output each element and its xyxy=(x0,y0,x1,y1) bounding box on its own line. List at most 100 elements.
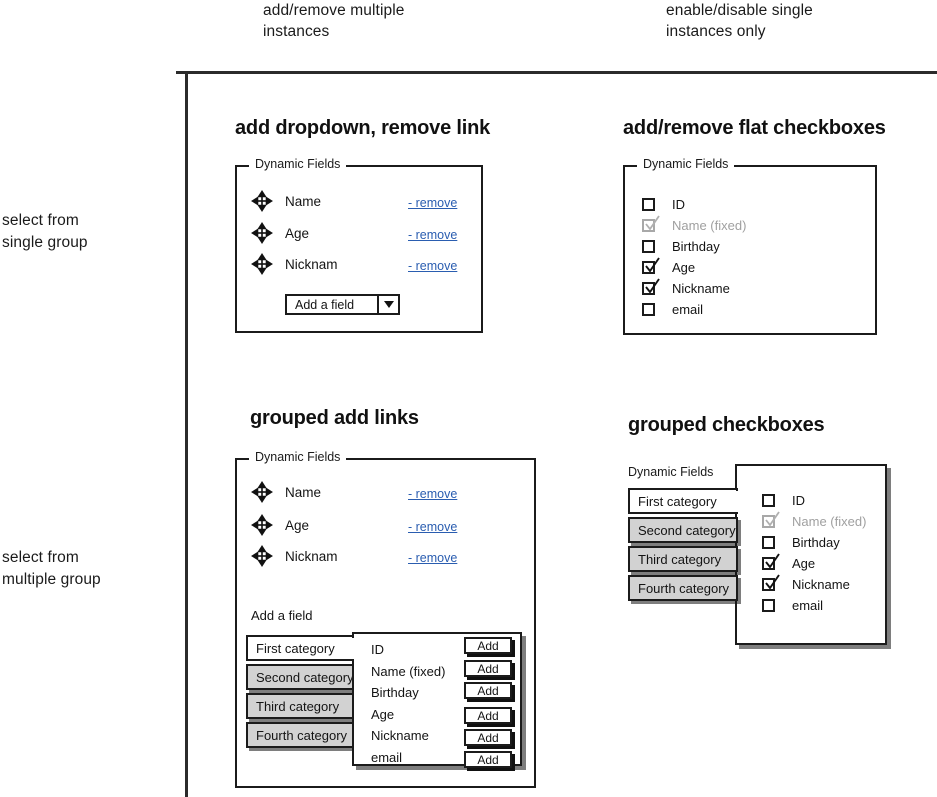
remove-link[interactable]: - remove xyxy=(408,487,458,501)
move-icon[interactable] xyxy=(251,222,273,244)
checkbox-icon[interactable] xyxy=(642,240,655,253)
tab-label: Fourth category xyxy=(638,580,730,596)
column-header-enable-disable-single: enable/disable single instances only xyxy=(666,0,936,42)
tab-fourth-category-q3[interactable]: Fourth category xyxy=(246,722,358,748)
field-row[interactable]: Name xyxy=(251,481,321,503)
remove-link[interactable]: - remove xyxy=(408,196,458,210)
field-row[interactable]: Age xyxy=(251,514,310,536)
column-header-line1: enable/disable single xyxy=(666,2,813,19)
field-row[interactable]: Name xyxy=(251,190,322,212)
checkbox-row-name-fixed: Name (fixed) xyxy=(642,215,747,235)
field-row[interactable]: Nicknam xyxy=(251,545,338,567)
remove-link[interactable]: - remove xyxy=(408,228,458,242)
category-popup-q4: ID Name (fixed) Birthday Age Nickname em… xyxy=(735,464,887,645)
row-header-line1: select from xyxy=(2,549,79,566)
popup-item-label: Age xyxy=(371,707,395,722)
move-icon[interactable] xyxy=(251,481,273,503)
remove-link[interactable]: - remove xyxy=(408,551,458,565)
fieldset-legend: Dynamic Fields xyxy=(249,450,347,464)
checkbox-checked-icon[interactable] xyxy=(762,574,780,591)
quadrant-title-add-dropdown-remove-link: add dropdown, remove link xyxy=(235,117,491,139)
checkbox-row-nickname[interactable]: Nickname xyxy=(642,278,730,298)
add-button[interactable]: Add xyxy=(464,682,512,699)
checkbox-row-id[interactable]: ID xyxy=(762,491,805,510)
tab-first-category-q3[interactable]: First category xyxy=(246,635,358,661)
add-button[interactable]: Add xyxy=(464,637,512,654)
checkbox-icon[interactable] xyxy=(642,198,655,211)
checkbox-row-email[interactable]: email xyxy=(642,300,703,319)
checkbox-icon[interactable] xyxy=(762,599,775,612)
checkbox-row-name-fixed: Name (fixed) xyxy=(762,511,867,531)
add-button[interactable]: Add xyxy=(464,660,512,677)
matrix-horizontal-axis xyxy=(176,71,937,74)
dynamic-fields-panel-q2: Dynamic Fields ID Name (fixed) Birthday … xyxy=(623,157,877,335)
checkbox-icon[interactable] xyxy=(642,303,655,316)
popup-item-label: Nickname xyxy=(371,728,429,743)
field-row[interactable]: Age xyxy=(251,222,310,244)
tab-label: Second category xyxy=(256,669,354,685)
add-button[interactable]: Add xyxy=(464,707,512,724)
checkbox-checked-icon[interactable] xyxy=(642,278,660,295)
tab-second-category-q3[interactable]: Second category xyxy=(246,664,358,690)
checkbox-icon[interactable] xyxy=(762,494,775,507)
checkbox-label: Name (fixed) xyxy=(672,218,747,233)
move-icon[interactable] xyxy=(251,514,273,536)
move-icon[interactable] xyxy=(251,545,273,567)
row-header-line1: select from xyxy=(2,212,79,229)
add-button[interactable]: Add xyxy=(464,729,512,746)
move-icon[interactable] xyxy=(251,253,273,275)
checkbox-checked-icon[interactable] xyxy=(642,257,660,274)
fieldset-legend: Dynamic Fields xyxy=(249,157,347,171)
checkbox-checked-icon xyxy=(642,215,660,232)
add-a-field-select[interactable]: Add a field xyxy=(285,294,400,315)
popup-item-label: ID xyxy=(371,642,384,657)
remove-link[interactable]: - remove xyxy=(408,259,458,273)
checkbox-label: Nickname xyxy=(792,577,850,592)
move-icon[interactable] xyxy=(251,190,273,212)
remove-link[interactable]: - remove xyxy=(408,520,458,534)
tab-first-category-q4[interactable]: First category xyxy=(628,488,738,514)
tab-popup-seam xyxy=(351,638,356,659)
popup-item-label: email xyxy=(371,750,403,765)
field-label: Age xyxy=(285,225,310,241)
checkbox-label: Age xyxy=(792,556,816,571)
add-a-field-select-value: Add a field xyxy=(295,297,355,312)
checkbox-row-id[interactable]: ID xyxy=(642,195,685,214)
checkbox-row-birthday[interactable]: Birthday xyxy=(762,533,840,552)
field-label: Nicknam xyxy=(285,548,338,564)
matrix-vertical-axis xyxy=(185,72,188,797)
checkbox-row-birthday[interactable]: Birthday xyxy=(642,237,720,256)
column-header-line2: instances xyxy=(263,23,330,40)
popup-item-label: Name (fixed) xyxy=(371,664,446,679)
field-label: Name xyxy=(285,193,322,209)
dynamic-fields-panel-q1: Dynamic Fields Name - remove Age - remov… xyxy=(235,157,483,333)
checkbox-label: ID xyxy=(792,493,805,508)
row-header-multiple-group: select from multiple group xyxy=(2,547,177,591)
checkbox-label: Name (fixed) xyxy=(792,514,867,529)
checkmark-icon xyxy=(643,214,662,233)
field-row[interactable]: Nicknam xyxy=(251,253,338,275)
field-label: Age xyxy=(285,517,310,533)
checkbox-row-nickname[interactable]: Nickname xyxy=(762,574,850,594)
add-a-field-label: Add a field xyxy=(251,608,313,623)
quadrant-title-grouped-add-links: grouped add links xyxy=(250,407,419,429)
checkbox-label: email xyxy=(672,302,704,317)
tab-second-category-q4[interactable]: Second category xyxy=(628,517,738,543)
chevron-down-icon[interactable] xyxy=(377,296,398,313)
column-header-line1: add/remove multiple xyxy=(263,2,405,19)
tab-label: First category xyxy=(638,493,717,509)
checkbox-checked-icon[interactable] xyxy=(762,553,780,570)
field-label: Nicknam xyxy=(285,256,338,272)
checkbox-row-age[interactable]: Age xyxy=(762,553,816,573)
add-button[interactable]: Add xyxy=(464,751,512,768)
checkbox-checked-icon xyxy=(762,511,780,528)
checkbox-label: Nickname xyxy=(672,281,730,296)
checkbox-icon[interactable] xyxy=(762,536,775,549)
checkbox-row-email[interactable]: email xyxy=(762,596,823,615)
tab-fourth-category-q4[interactable]: Fourth category xyxy=(628,575,738,601)
checkbox-row-age[interactable]: Age xyxy=(642,257,695,277)
row-header-line2: single group xyxy=(2,234,88,251)
tab-third-category-q3[interactable]: Third category xyxy=(246,693,358,719)
tab-third-category-q4[interactable]: Third category xyxy=(628,546,738,572)
fieldset-legend: Dynamic Fields xyxy=(637,157,735,171)
